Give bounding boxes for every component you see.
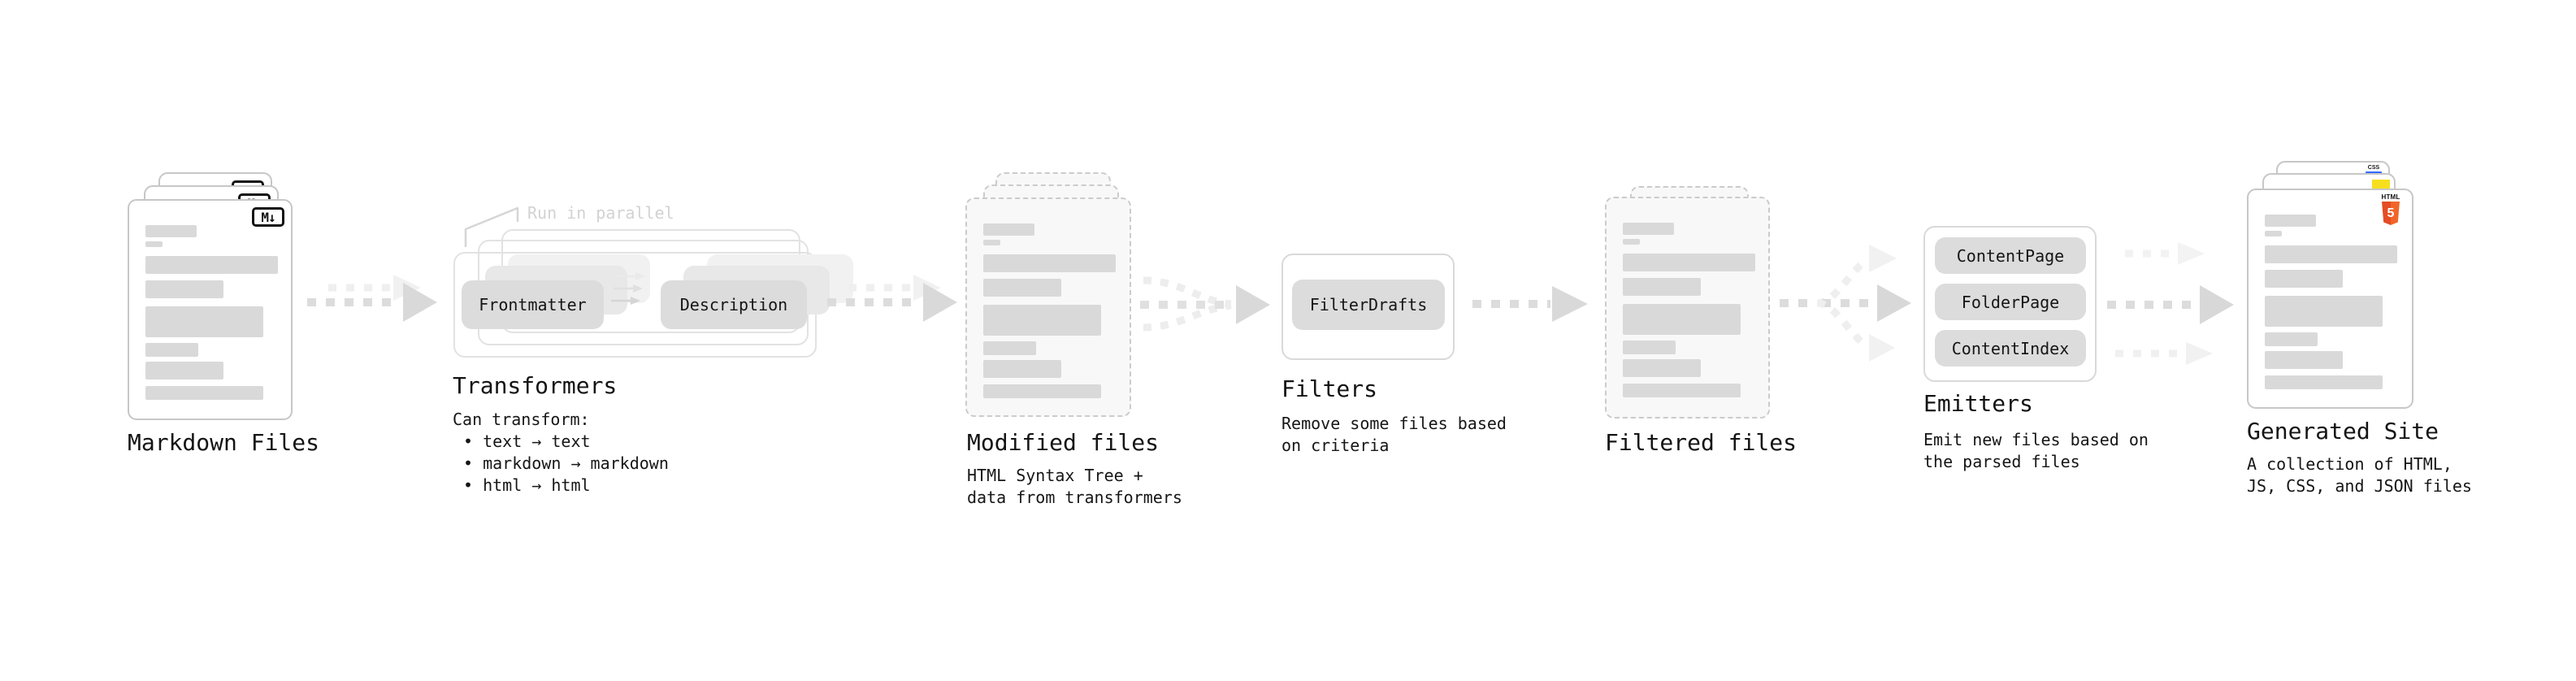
pill-label: FolderPage — [1961, 292, 2060, 312]
caption-line: data from transformers — [967, 488, 1182, 507]
emitter-folderpage-pill: FolderPage — [1935, 284, 2086, 320]
emitter-contentpage-pill: ContentPage — [1935, 237, 2086, 274]
js-icon — [2372, 180, 2390, 189]
parallel-transform-arrows — [611, 272, 645, 305]
generated-caption: A collection of HTML, JS, CSS, and JSON … — [2247, 453, 2472, 497]
css-underline — [2366, 171, 2382, 174]
caption-line: on criteria — [1281, 436, 1390, 455]
placeholder-bar — [983, 360, 1061, 378]
arrow-modified-to-filters — [1140, 276, 1270, 332]
bullet-line: • html → html — [463, 475, 591, 495]
placeholder-bar — [2265, 332, 2318, 346]
placeholder-bar — [2265, 375, 2383, 389]
run-in-parallel-annotation: Run in parallel — [527, 203, 674, 223]
placeholder-bar — [145, 343, 198, 357]
placeholder-bar — [983, 341, 1036, 355]
arrow-transformers-to-modified — [827, 275, 957, 322]
pill-label: Description — [679, 295, 788, 314]
transformer-frontmatter-pill: Frontmatter — [462, 280, 604, 329]
placeholder-bar — [1623, 239, 1640, 245]
transformer-description-pill: Description — [661, 280, 807, 329]
placeholder-bar — [2265, 231, 2282, 236]
pill-label: FilterDrafts — [1309, 295, 1428, 314]
stage-label-modified-files: Modified files — [967, 429, 1160, 456]
document-content-placeholder — [2249, 190, 2412, 407]
caption-line: JS, CSS, and JSON files — [2247, 476, 2472, 496]
filtered-file-card-front — [1605, 197, 1770, 419]
placeholder-bar — [145, 362, 223, 380]
caption-line: Emit new files based on — [1923, 430, 2149, 449]
bullet-line: • text → text — [463, 432, 591, 451]
placeholder-bar — [145, 241, 163, 247]
placeholder-bar — [2265, 296, 2383, 327]
modified-caption: HTML Syntax Tree + data from transformer… — [967, 465, 1182, 509]
markdown-file-card-front: M↓ — [128, 199, 293, 420]
arrow-filtered-to-emitters — [1780, 245, 1911, 362]
placeholder-bar — [983, 240, 1000, 245]
annotation-leader-line — [464, 206, 519, 247]
generated-html-file-card: HTML 5 — [2247, 189, 2413, 409]
caption-line: HTML Syntax Tree + — [967, 466, 1143, 485]
arrow-filters-to-filtered — [1472, 286, 1588, 322]
emitters-caption: Emit new files based on the parsed files — [1923, 429, 2149, 473]
arrow-emitters-to-generated — [2107, 242, 2234, 365]
placeholder-bar — [1623, 384, 1741, 397]
placeholder-bar — [983, 279, 1061, 297]
placeholder-bar — [1623, 304, 1741, 335]
caption-line: Remove some files based — [1281, 414, 1507, 433]
pill-label: ContentPage — [1956, 245, 2065, 266]
pill-label: Frontmatter — [479, 295, 587, 314]
placeholder-bar — [1623, 278, 1701, 296]
placeholder-bar — [1623, 359, 1701, 377]
caption-line: the parsed files — [1923, 452, 2080, 471]
caption-line: Can transform: — [453, 410, 590, 429]
css-label: CSS — [2367, 165, 2380, 171]
modified-file-card-front — [965, 197, 1131, 417]
css-icon: CSS — [2366, 165, 2382, 174]
placeholder-bar — [145, 280, 223, 298]
html5-shield: 5 — [2382, 202, 2400, 225]
placeholder-bar — [145, 256, 278, 274]
stage-label-filtered-files: Filtered files — [1605, 429, 1798, 456]
placeholder-bar — [983, 384, 1101, 398]
stage-label-emitters: Emitters — [1923, 390, 2033, 417]
placeholder-bar — [983, 305, 1101, 336]
document-content-placeholder — [129, 201, 291, 419]
html5-icon: HTML 5 — [2381, 193, 2400, 225]
placeholder-bar — [145, 225, 197, 237]
placeholder-bar — [145, 386, 263, 400]
placeholder-bar — [145, 306, 263, 337]
document-content-placeholder — [967, 199, 1130, 415]
stage-label-generated-site: Generated Site — [2247, 418, 2439, 445]
placeholder-bar — [1623, 340, 1676, 354]
emitter-contentindex-pill: ContentIndex — [1935, 330, 2086, 367]
document-content-placeholder — [1607, 198, 1768, 417]
stage-label-transformers: Transformers — [453, 372, 618, 399]
caption-line: A collection of HTML, — [2247, 454, 2452, 474]
filters-caption: Remove some files based on criteria — [1281, 413, 1507, 457]
filter-drafts-pill: FilterDrafts — [1292, 280, 1445, 330]
placeholder-bar — [2265, 270, 2343, 288]
markdown-icon: M↓ — [252, 207, 284, 227]
arrow-markdown-to-transformers — [307, 275, 437, 322]
placeholder-bar — [2265, 245, 2397, 263]
html5-number: 5 — [2387, 206, 2395, 220]
placeholder-bar — [983, 254, 1116, 272]
pill-label: ContentIndex — [1951, 338, 2070, 358]
placeholder-bar — [2265, 215, 2316, 227]
html5-label: HTML — [2381, 193, 2400, 201]
transformers-caption: Can transform: • text → text • markdown … — [453, 409, 669, 497]
stage-label-markdown-files: Markdown Files — [128, 429, 320, 456]
bullet-line: • markdown → markdown — [463, 453, 669, 473]
placeholder-bar — [2265, 351, 2343, 369]
placeholder-bar — [1623, 254, 1755, 271]
placeholder-bar — [1623, 223, 1674, 235]
stage-label-filters: Filters — [1281, 375, 1378, 402]
placeholder-bar — [983, 223, 1034, 236]
